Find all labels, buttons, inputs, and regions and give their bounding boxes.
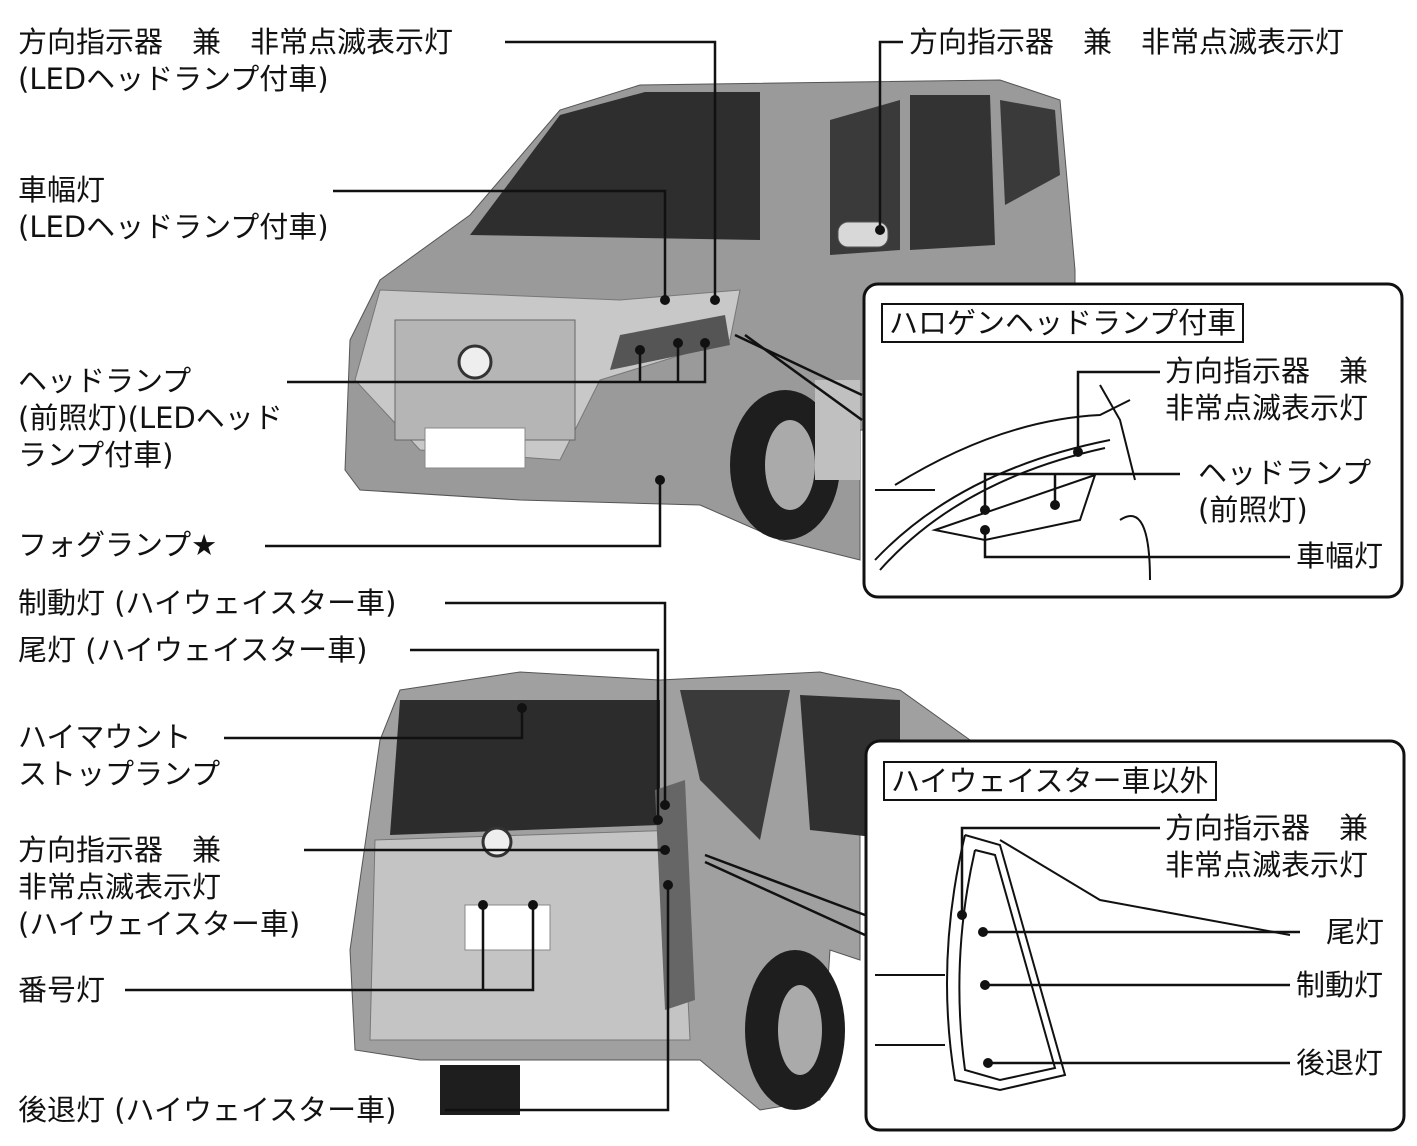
label-line: ヘッドランプ: [1198, 456, 1372, 490]
label-line: 方向指示器 兼: [1165, 354, 1369, 388]
front-car-illustration: [344, 79, 1076, 561]
label-line: ヘッドランプ: [18, 364, 192, 398]
label-line: 非常点滅表示灯: [1165, 391, 1369, 425]
halogen-leader-lines: [983, 370, 1290, 559]
label-rear-turn-signal-highway-star: 方向指示器 兼非常点滅表示灯(ハイウェイスター車): [18, 832, 305, 943]
lamp-point-markers: [478, 225, 885, 910]
label-license-plate-lamp: 番号灯: [18, 972, 110, 1009]
label-line: (LEDヘッドランプ付車): [18, 210, 329, 244]
label-line: ランプ付車): [18, 438, 174, 472]
label-reverse-highway-star: 後退灯 (ハイウェイスター車): [18, 1092, 401, 1129]
label-line: 非常点滅表示灯: [1165, 848, 1369, 882]
label-line: ストップランプ: [18, 757, 221, 791]
label-line: 非常点滅表示灯: [18, 870, 222, 904]
halogen-label-turn-signal: 方向指示器 兼非常点滅表示灯: [1165, 353, 1373, 427]
rear-lamp-drawing: [875, 834, 1291, 1092]
label-brake-highway-star: 制動灯 (ハイウェイスター車): [18, 585, 401, 622]
label-headlamp-led: ヘッドランプ(前照灯)(LEDヘッドランプ付車): [18, 363, 287, 474]
rear-inset-label-reverse: 後退灯: [1296, 1045, 1388, 1082]
halogen-label-headlamp: ヘッドランプ(前照灯): [1198, 455, 1376, 529]
label-high-mount-stop-lamp: ハイマウントストップランプ: [18, 719, 225, 793]
label-line: (前照灯): [1198, 493, 1308, 527]
label-clearance-led: 車幅灯(LEDヘッドランプ付車): [18, 172, 333, 246]
label-front-turn-signal-led: 方向指示器 兼 非常点滅表示灯(LEDヘッドランプ付車): [18, 24, 458, 98]
rear-car-illustration: [349, 671, 972, 1115]
rear-inset-label-tail: 尾灯: [1326, 914, 1389, 951]
label-tail-highway-star: 尾灯 (ハイウェイスター車): [18, 632, 372, 669]
label-line: 方向指示器 兼 非常点滅表示灯: [18, 25, 454, 59]
label-line: ハイマウント: [18, 720, 192, 754]
rear-inset-label-turn-signal: 方向指示器 兼非常点滅表示灯: [1165, 810, 1373, 884]
label-fog-lamp: フォグランプ★: [18, 527, 222, 564]
halogen-label-clearance: 車幅灯: [1296, 538, 1388, 575]
label-line: (ハイウェイスター車): [18, 907, 301, 941]
rear-inset-leader-lines: [960, 826, 1300, 1065]
label-line: 方向指示器 兼: [18, 833, 222, 867]
label-mirror-turn-signal: 方向指示器 兼 非常点滅表示灯: [905, 24, 1349, 61]
label-line: 方向指示器 兼: [1165, 811, 1369, 845]
non-highway-star-inset-title: ハイウェイスター車以外: [883, 761, 1217, 801]
halogen-inset-title: ハロゲンヘッドランプ付車: [881, 303, 1245, 343]
rear-inset-label-brake: 制動灯: [1296, 967, 1388, 1004]
label-line: 車幅灯: [18, 173, 106, 207]
label-line: (LEDヘッドランプ付車): [18, 62, 329, 96]
halogen-lamp-drawing: [874, 384, 1151, 581]
label-line: (前照灯)(LEDヘッド: [18, 401, 283, 435]
